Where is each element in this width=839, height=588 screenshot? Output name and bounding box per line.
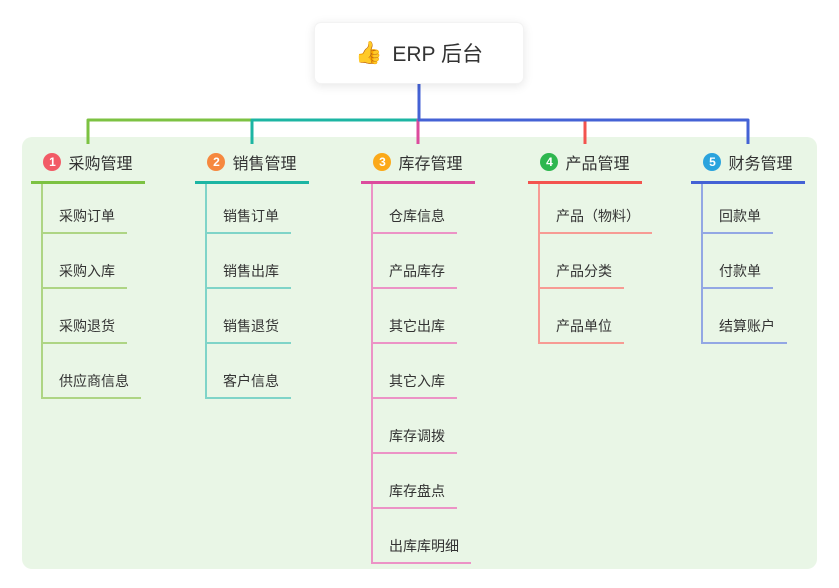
child-node[interactable]: 供应商信息: [43, 344, 141, 399]
branch-node-4[interactable]: 4 产品管理: [528, 150, 642, 184]
branch-number-badge: 2: [207, 152, 226, 171]
branch-number-badge: 4: [540, 152, 559, 171]
child-node[interactable]: 付款单: [703, 234, 773, 289]
branch-1: 1 采购管理采购订单采购入库采购退货供应商信息: [31, 150, 145, 399]
child-node[interactable]: 销售退货: [207, 289, 291, 344]
branch-number-badge: 5: [703, 152, 722, 171]
branch-number-badge: 3: [373, 152, 392, 171]
branch-5: 5 财务管理回款单付款单结算账户: [691, 150, 805, 344]
branch-node-label: 销售管理: [232, 155, 297, 173]
branch-connector-1: [86, 83, 421, 144]
branch-children: 回款单付款单结算账户: [701, 184, 787, 344]
root-node-label: ERP 后台: [392, 43, 484, 66]
child-node[interactable]: 结算账户: [703, 289, 787, 344]
child-node[interactable]: 回款单: [703, 184, 773, 234]
branch-node-5[interactable]: 5 财务管理: [691, 150, 805, 184]
child-node[interactable]: 其它出库: [373, 289, 457, 344]
branch-node-1[interactable]: 1 采购管理: [31, 150, 145, 184]
branch-node-label: 采购管理: [68, 155, 133, 173]
branch-children: 销售订单销售出库销售退货客户信息: [205, 184, 291, 399]
child-node[interactable]: 采购订单: [43, 184, 127, 234]
branch-3: 3 库存管理仓库信息产品库存其它出库其它入库库存调拨库存盘点出库库明细: [361, 150, 475, 564]
thumbs-up-icon: 👍: [354, 40, 383, 65]
child-node[interactable]: 仓库信息: [373, 184, 457, 234]
branch-2: 2 销售管理销售订单销售出库销售退货客户信息: [195, 150, 309, 399]
child-node[interactable]: 销售订单: [207, 184, 291, 234]
branch-children: 产品（物料）产品分类产品单位: [538, 184, 652, 344]
child-node[interactable]: 采购退货: [43, 289, 127, 344]
child-node[interactable]: 采购入库: [43, 234, 127, 289]
branch-connector-2: [250, 83, 421, 144]
child-node[interactable]: 产品库存: [373, 234, 457, 289]
child-node[interactable]: 产品（物料）: [540, 184, 652, 234]
branch-node-3[interactable]: 3 库存管理: [361, 150, 475, 184]
branch-children: 仓库信息产品库存其它出库其它入库库存调拨库存盘点出库库明细: [371, 184, 471, 564]
branch-node-label: 财务管理: [728, 155, 793, 173]
child-node[interactable]: 库存盘点: [373, 454, 457, 509]
child-node[interactable]: 出库库明细: [373, 509, 471, 564]
branch-connector-4: [417, 83, 587, 144]
branch-children: 采购订单采购入库采购退货供应商信息: [41, 184, 141, 399]
branch-connector-3: [416, 83, 421, 144]
branch-node-2[interactable]: 2 销售管理: [195, 150, 309, 184]
branch-node-label: 库存管理: [398, 155, 463, 173]
branch-connector-5: [417, 83, 750, 144]
child-node[interactable]: 客户信息: [207, 344, 291, 399]
child-node[interactable]: 产品分类: [540, 234, 624, 289]
child-node[interactable]: 产品单位: [540, 289, 624, 344]
child-node[interactable]: 其它入库: [373, 344, 457, 399]
branches-panel: [22, 137, 817, 569]
branch-number-badge: 1: [43, 152, 62, 171]
child-node[interactable]: 销售出库: [207, 234, 291, 289]
branch-4: 4 产品管理产品（物料）产品分类产品单位: [528, 150, 652, 344]
branch-node-label: 产品管理: [565, 155, 630, 173]
child-node[interactable]: 库存调拨: [373, 399, 457, 454]
root-node[interactable]: 👍 ERP 后台: [314, 22, 524, 84]
